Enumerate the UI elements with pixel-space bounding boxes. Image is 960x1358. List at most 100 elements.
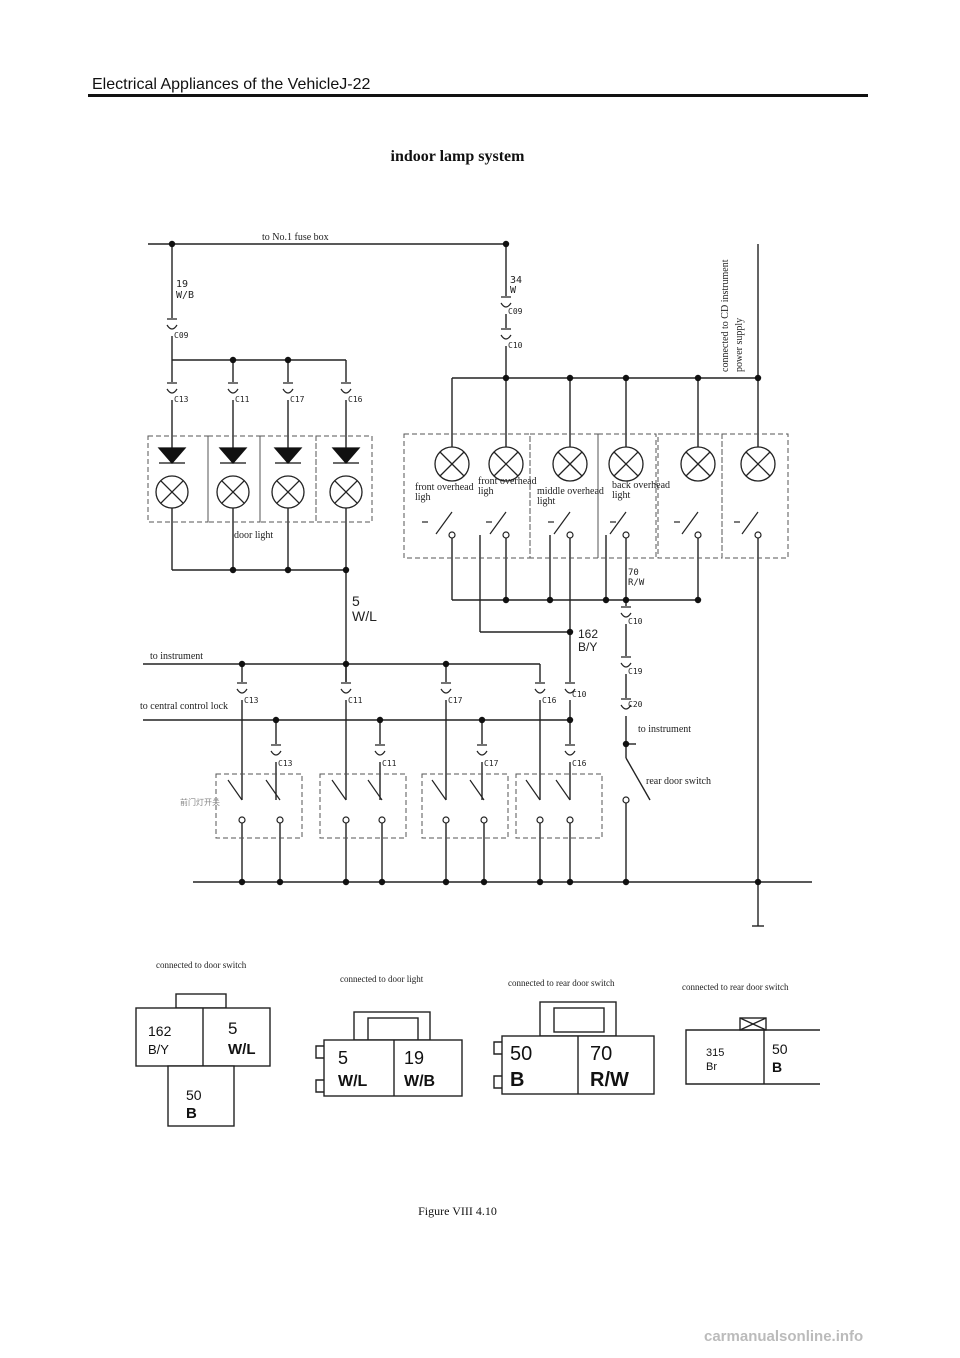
middle-overhead-label-b: light [537,496,556,507]
connector-symbol [500,296,512,308]
dashed-box [421,773,509,839]
junction-dot [342,660,350,668]
switch-blade [681,511,699,535]
wire-34-number: 34 [510,275,522,286]
junction-dot [480,878,488,886]
cd-power-label-1: connected to CD instrument [720,259,731,372]
plug-door-light: connected to door light 5 W/L 19 W/B [315,974,463,1097]
switch-contact [622,796,630,804]
dashed-box [515,773,603,839]
plug-pin-number: 5 [338,1048,348,1068]
plug-diagrams: connected to door switch 162 B/Y 5 W/L 5… [135,960,820,1127]
wire-162-number: 162 [578,627,598,641]
connector-symbol [340,382,352,394]
lamp-cross [745,451,771,477]
diode [218,447,248,464]
lamp-cross [439,451,465,477]
conn-c16-row2: C16 [572,759,587,768]
back-overhead-label-a: back overhead [612,480,670,491]
central-lock-label: to central control lock [140,701,228,712]
plug-pin-number: 5 [228,1019,237,1038]
connector-symbol [236,682,248,694]
conn-c19: C19 [628,667,643,676]
junction-dot [478,716,486,724]
door-light-label: door light [234,530,273,541]
junction-dot [546,596,554,604]
plug-pin-color: Br [706,1061,717,1073]
plug-pin-color: B [510,1069,524,1091]
switch-contact [480,816,488,824]
switch-contact [536,816,544,824]
switch-blade [741,511,759,535]
dashed-box [319,773,407,839]
junction-dot [284,566,292,574]
switch-contact [566,816,574,824]
conn-c17-row2: C17 [484,759,499,768]
dashed-box [721,433,789,559]
diagram-title: indoor lamp system [390,148,525,165]
switch-blade [489,511,507,535]
lamp-cross [221,480,245,504]
connector-symbol [374,744,386,756]
dashed-box [207,435,261,523]
lamp-cross [557,451,583,477]
connector-symbol [270,744,282,756]
junction-dot [276,878,284,886]
junction-dot [622,740,630,748]
front-overhead-1-label-b: ligh [415,492,431,503]
plug-pin-color: W/L [228,1041,256,1058]
connector-symbol [476,744,488,756]
dashed-box [529,433,599,559]
header-rule [88,94,868,97]
junction-dot [376,716,384,724]
lamp-cross [276,480,300,504]
figure-caption: Figure VIII 4.10 [418,1204,497,1218]
conn-c13-row1: C13 [244,696,259,705]
switch-contact [238,816,246,824]
connector-symbol [282,382,294,394]
conn-c11-row1: C11 [348,696,363,705]
dashed-boxes [147,433,789,839]
junction-dot [502,240,510,248]
plug-pin-color: W/B [404,1073,435,1090]
junction-dot [284,356,292,364]
lamp-cross [613,451,639,477]
diodes [157,447,361,464]
switch-blade [609,511,627,535]
junction-dot [566,716,574,724]
junction-dot [442,660,450,668]
plug-caption: connected to door switch [156,960,247,970]
lamp-cross [685,451,711,477]
front-overhead-2-label-a: front overhead [478,476,537,487]
front-overhead-2-label-b: ligh [478,486,494,497]
lamps [155,446,776,509]
conn-c13-row2: C13 [278,759,293,768]
rear-door-switch-label: rear door switch [646,776,711,787]
switch-blade [331,779,347,801]
plug-pin-color: R/W [590,1069,629,1091]
diode [331,447,361,464]
conn-c11-top: C11 [235,395,250,404]
plug-pin-number: 50 [772,1041,788,1057]
junction-dot [168,240,176,248]
conn-c16-row1: C16 [542,696,557,705]
dashed-box [215,773,303,839]
connector-symbol [564,744,576,756]
wire-162-color: B/Y [578,640,597,654]
junction-dot [622,374,630,382]
dashed-box [597,433,657,559]
conn-c17-row1: C17 [448,696,463,705]
plug-pin-number: 162 [148,1023,172,1039]
wire-70-number: 70 [628,568,639,578]
junction-dot [694,374,702,382]
connector-symbol [620,656,632,668]
connector-symbol [166,382,178,394]
junction-dot [566,878,574,886]
back-overhead-label-b: light [612,490,631,501]
switch-blade [431,779,447,801]
junction-dot [229,566,237,574]
switch-contact [622,531,630,539]
plug-pin-number: 50 [510,1043,532,1065]
connector-symbol [500,328,512,340]
